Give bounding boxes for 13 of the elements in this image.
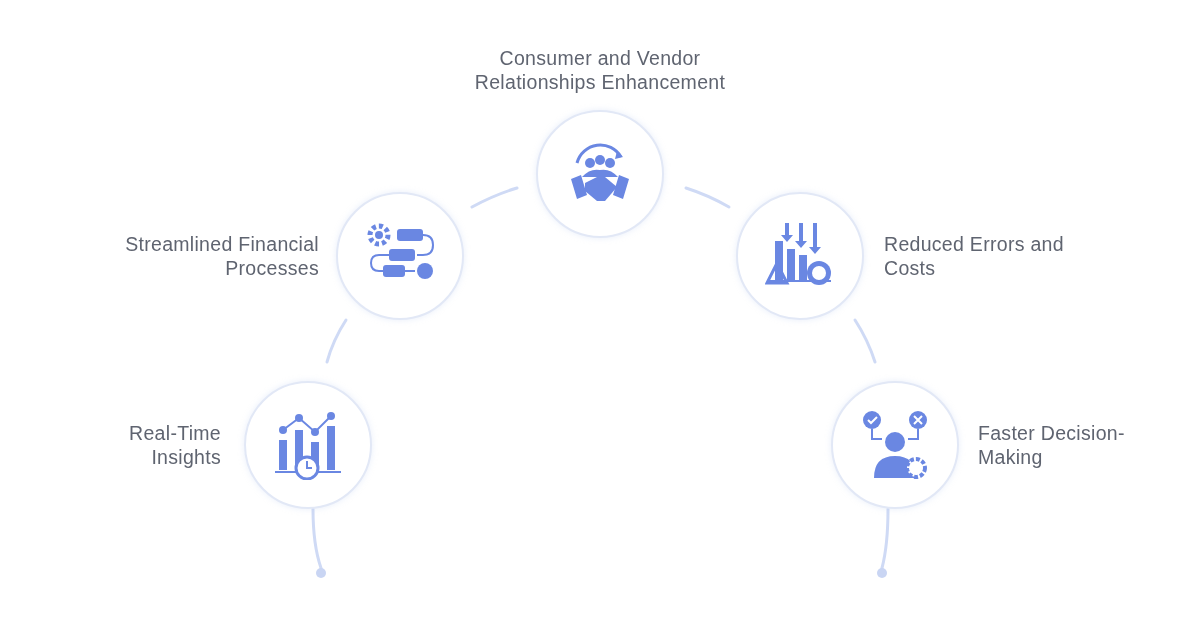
- arc-connector: [311, 507, 323, 570]
- benefit-label: Reduced Errors and Costs: [884, 232, 1065, 280]
- end-dot: [877, 568, 887, 578]
- arc-connector: [470, 186, 519, 209]
- arc-connector: [684, 186, 731, 209]
- benefit-label: Faster Decision-Making: [978, 421, 1126, 469]
- arc-connector: [853, 318, 877, 364]
- end-dot: [316, 568, 326, 578]
- benefit-label: Streamlined Financial Processes: [124, 232, 319, 280]
- arc-connector: [880, 507, 890, 570]
- benefit-label: Real-Time Insights: [128, 421, 221, 469]
- benefit-label: Consumer and Vendor Relationships Enhancement: [473, 46, 727, 94]
- arc-connector: [325, 318, 348, 364]
